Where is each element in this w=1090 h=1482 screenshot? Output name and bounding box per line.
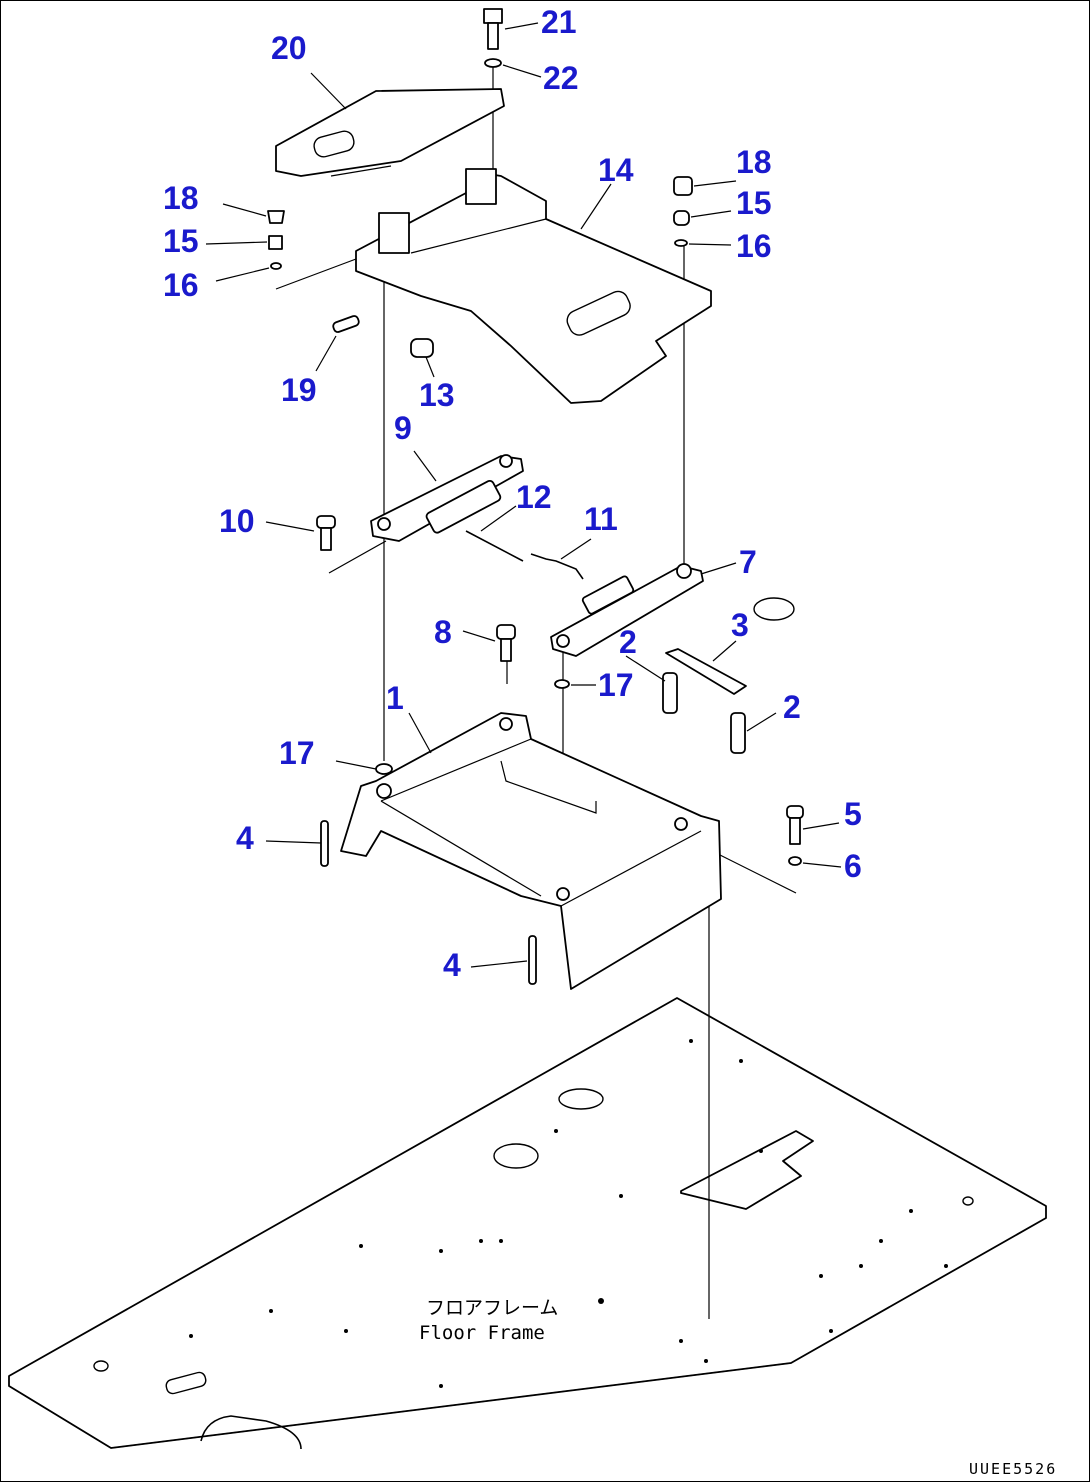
part-21-bolt (483, 8, 503, 50)
callout-14: 14 (598, 152, 634, 188)
hardware-stack-left (267, 210, 285, 270)
callout-17-lower: 17 (279, 735, 315, 771)
callout-19: 19 (281, 372, 317, 408)
callout-15-right: 15 (736, 185, 772, 221)
part-17-washer-lower (375, 763, 393, 775)
callout-3: 3 (731, 607, 749, 643)
floor-frame-label-jp: フロアフレーム (426, 1297, 558, 1319)
callout-16-right: 16 (736, 228, 772, 264)
part-10-bolt (316, 515, 336, 551)
part-14-upper-plate (355, 168, 712, 404)
callout-16-left: 16 (163, 267, 199, 303)
part-2-spacer-a (662, 672, 678, 714)
part-2-spacer-b (730, 712, 746, 754)
leader-lines (205, 22, 842, 968)
callout-6: 6 (844, 848, 862, 884)
callout-2-upper: 2 (619, 624, 637, 660)
part-7-slide-rail (550, 563, 704, 657)
callout-21: 21 (541, 4, 577, 40)
callout-13: 13 (419, 377, 455, 413)
callout-10: 10 (219, 503, 255, 539)
part-3-bar (665, 648, 747, 695)
part-17-washer-upper (554, 679, 570, 689)
part-19-pin (332, 315, 360, 333)
callout-9: 9 (394, 410, 412, 446)
callout-12: 12 (516, 479, 552, 515)
hardware-stack-right (673, 176, 693, 247)
part-12-rod (465, 530, 524, 562)
callout-18-right: 18 (736, 144, 772, 180)
callout-4-left: 4 (236, 820, 254, 856)
part-9-slide-rail (370, 454, 524, 542)
part-4-pin-left (320, 820, 329, 867)
callout-5: 5 (844, 796, 862, 832)
floor-frame-label-en: Floor Frame (419, 1322, 545, 1344)
part-4-pin-bottom (528, 935, 537, 985)
part-13-bushing (410, 338, 434, 358)
part-22-washer (484, 58, 502, 68)
callout-17-upper: 17 (598, 667, 634, 703)
callout-4-bottom: 4 (443, 947, 461, 983)
part-6-washer (788, 856, 802, 866)
part-1-base-bracket (340, 712, 722, 990)
callout-8: 8 (434, 614, 452, 650)
callout-2-lower: 2 (783, 689, 801, 725)
callout-1: 1 (386, 680, 404, 716)
part-5-bolt (786, 805, 804, 845)
callout-15-left: 15 (163, 223, 199, 259)
part-11-spring (530, 553, 584, 580)
callout-22: 22 (543, 60, 579, 96)
drawing-code: UUEE5526 (969, 1460, 1057, 1478)
callout-20: 20 (271, 30, 307, 66)
part-8-bolt (496, 624, 516, 662)
part-20-cover-plate (275, 88, 505, 177)
callout-11: 11 (584, 501, 618, 537)
floor-frame (8, 597, 1047, 1450)
callout-7: 7 (739, 544, 757, 580)
callout-18-left: 18 (163, 180, 199, 216)
callout-labels: 21 22 20 14 18 15 16 18 15 16 19 13 9 12… (163, 4, 862, 983)
